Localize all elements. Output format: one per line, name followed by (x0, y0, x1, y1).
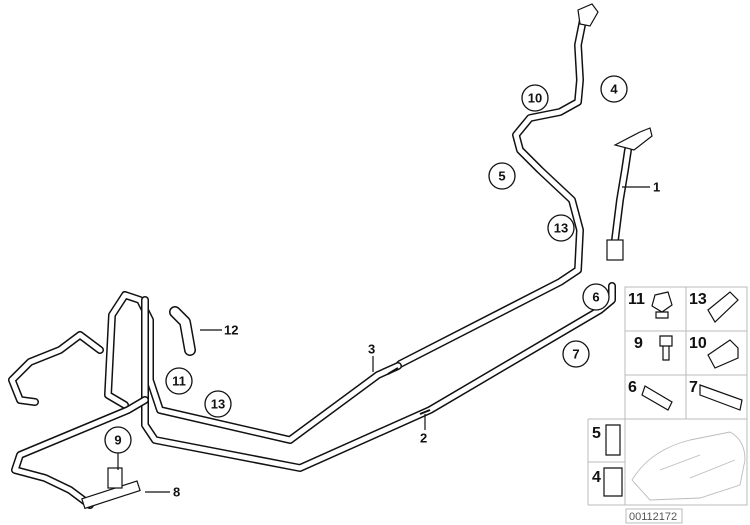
car-outline-icon (631, 431, 746, 501)
label-1: 1 (653, 180, 660, 195)
svg-text:4: 4 (610, 82, 618, 97)
svg-text:13: 13 (211, 397, 225, 412)
svg-text:10: 10 (528, 91, 542, 106)
svg-text:11: 11 (172, 374, 186, 389)
label-12: 12 (224, 323, 238, 338)
svg-text:9: 9 (114, 433, 121, 448)
plain-labels: 1 12 3 2 8 (173, 180, 660, 500)
callout-13: 13 (547, 214, 575, 242)
svg-text:00112172: 00112172 (629, 511, 677, 523)
svg-text:7: 7 (572, 347, 579, 362)
svg-text:5: 5 (498, 169, 505, 184)
bolt-9-icon (659, 335, 673, 361)
callout-10: 10 (521, 84, 549, 112)
legend-11: 11 (628, 291, 645, 308)
svg-text:13: 13 (554, 221, 568, 236)
legend-6: 6 (628, 379, 637, 396)
clip-10-icon (707, 339, 739, 369)
callout-13b: 13 (204, 390, 232, 418)
legend-7: 7 (689, 379, 698, 396)
diagram-id: 00112172 (625, 508, 683, 524)
legend-5: 5 (592, 425, 601, 442)
clip-11-icon (651, 291, 673, 319)
legend-10: 10 (689, 335, 707, 352)
label-8: 8 (173, 485, 180, 500)
clip-6-icon (641, 385, 673, 411)
svg-text:6: 6 (592, 290, 599, 305)
clip-5-icon (605, 424, 621, 456)
clip-13-icon (707, 291, 739, 323)
legend-9: 9 (634, 335, 643, 352)
clip-4-icon (603, 467, 623, 497)
callout-5: 5 (488, 162, 516, 190)
callouts: 10 4 5 13 6 7 11 13 9 (104, 75, 628, 454)
callout-6: 6 (582, 283, 610, 311)
hoses (8, 3, 653, 510)
callout-4: 4 (600, 75, 628, 103)
callout-7: 7 (562, 340, 590, 368)
bracket-7-icon (699, 384, 743, 411)
callout-11: 11 (165, 367, 193, 395)
legend-4: 4 (592, 469, 601, 486)
legend-13: 13 (689, 291, 707, 308)
label-2: 2 (420, 431, 427, 446)
label-3: 3 (368, 342, 375, 357)
leader-lines (117, 186, 650, 493)
callout-9: 9 (104, 426, 132, 454)
parts-legend-grid: 11 13 9 10 6 7 5 4 (587, 286, 748, 506)
